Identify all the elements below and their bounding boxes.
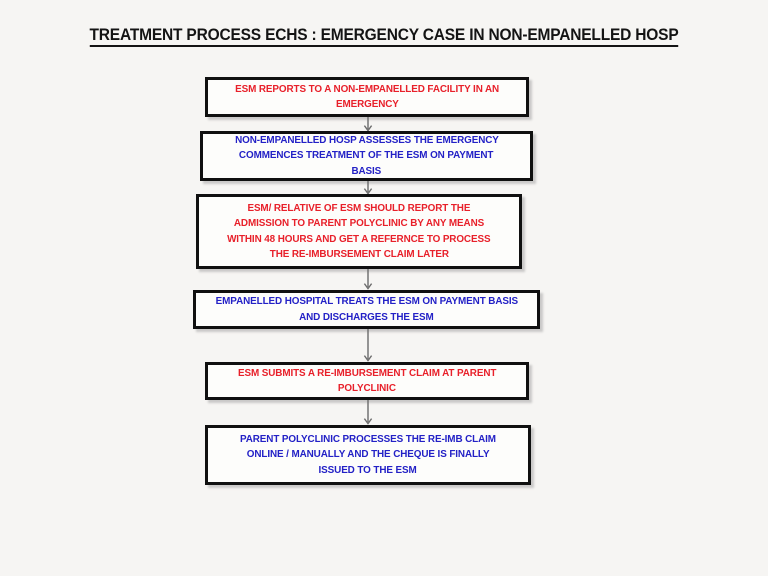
flow-step-1-line-1: ESM REPORTS TO A NON-EMPANELLED FACILITY… [234, 83, 499, 95]
flow-step-4: EMPANELLED HOSPITAL TREATS THE ESM ON PA… [193, 290, 540, 329]
flow-step-5-line-2: POLYCLINIC [338, 383, 396, 394]
flow-step-3: ESM/ RELATIVE OF ESM SHOULD REPORT THE A… [196, 194, 522, 269]
flow-step-6-line-1: PARENT POLYCLINIC PROCESSES THE RE-IMB C… [240, 433, 496, 445]
connector-arrow-1-to-2 [361, 117, 375, 132]
page-title: TREATMENT PROCESS ECHS : EMERGENCY CASE … [23, 26, 745, 47]
flow-step-1-line-2: EMERGENCY [335, 99, 399, 110]
flow-step-6-line-3: ISSUED TO THE ESM [318, 464, 418, 476]
flow-step-4-line-2: AND DISCHARGES THE ESM [299, 311, 434, 323]
flow-step-3-line-3: WITHIN 48 HOURS AND GET A REFERNCE TO PR… [227, 233, 491, 245]
flow-step-5: ESM SUBMITS A RE-IMBURSEMENT CLAIM AT PA… [205, 362, 529, 400]
page-title-text: TREATMENT PROCESS ECHS : EMERGENCY CASE … [89, 26, 679, 47]
flow-step-1: ESM REPORTS TO A NON-EMPANELLED FACILITY… [205, 77, 529, 117]
flow-step-4-line-1: EMPANELLED HOSPITAL TREATS THE ESM ON PA… [215, 296, 518, 307]
flow-step-3-line-2: ADMISSION TO PARENT POLYCLINIC BY ANY ME… [233, 218, 485, 229]
flow-step-2: NON-EMPANELLED HOSP ASSESSES THE EMERGEN… [200, 131, 533, 181]
flow-step-3-line-1: ESM/ RELATIVE OF ESM SHOULD REPORT THE [247, 202, 471, 214]
flow-step-3-line-4: THE RE-IMBURSEMENT CLAIM LATER [269, 249, 449, 260]
connector-arrow-4-to-5 [361, 329, 375, 362]
flow-step-6: PARENT POLYCLINIC PROCESSES THE RE-IMB C… [205, 425, 531, 485]
connector-arrow-2-to-3 [361, 181, 375, 195]
flow-step-2-line-3: BASIS [351, 165, 382, 177]
flow-step-2-line-2: COMMENCES TREATMENT OF THE ESM ON PAYMEN… [239, 150, 494, 162]
connector-arrow-5-to-6 [361, 400, 375, 425]
flow-step-5-line-1: ESM SUBMITS A RE-IMBURSEMENT CLAIM AT PA… [237, 367, 497, 379]
flow-step-2-line-1: NON-EMPANELLED HOSP ASSESSES THE EMERGEN… [234, 134, 499, 146]
flow-step-6-line-2: ONLINE / MANUALLY AND THE CHEQUE IS FINA… [246, 449, 490, 461]
connector-arrow-3-to-4 [361, 269, 375, 290]
